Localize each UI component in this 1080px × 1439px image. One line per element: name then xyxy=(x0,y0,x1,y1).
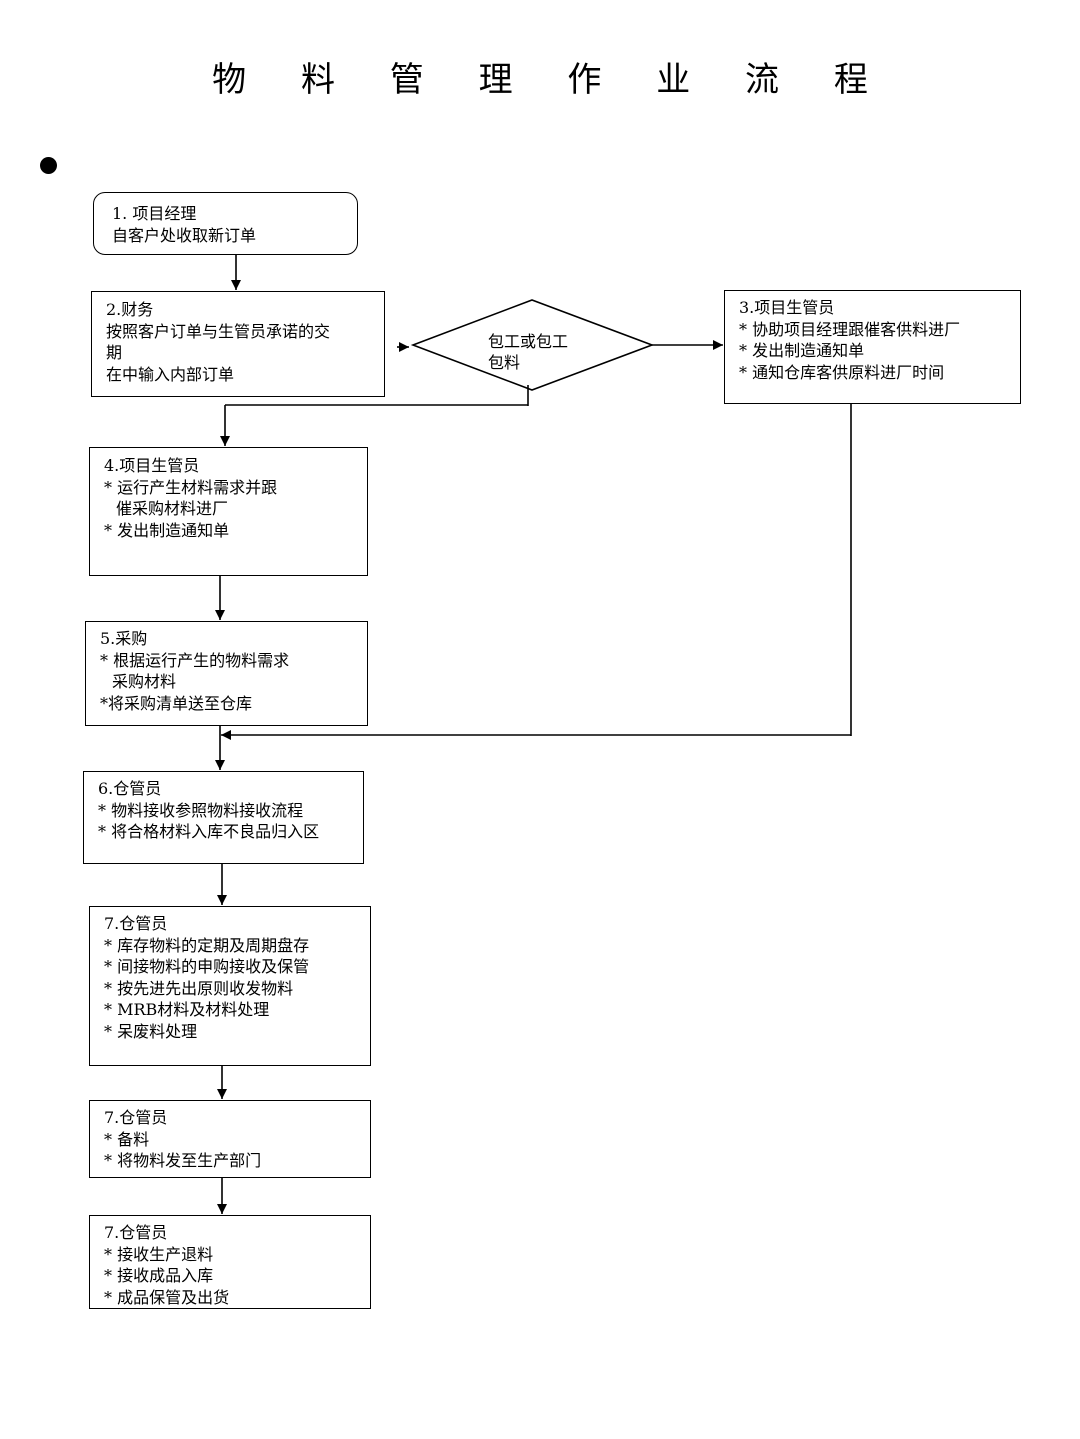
step-6-warehouse-keeper: 6.仓管员 * 物料接收参照物料接收流程 * 将合格材料入库不良品归入区 xyxy=(83,771,364,864)
step-line: * 发出制造通知单 xyxy=(739,341,865,360)
bullet-dot xyxy=(40,157,57,174)
page-title: 物 料 管 理 作 业 流 程 xyxy=(212,60,890,100)
step-line: 3.项目生管员 xyxy=(739,298,835,317)
step-line: 在中输入内部订单 xyxy=(106,364,235,384)
decision-line: 包工或包工 xyxy=(488,332,569,351)
step-7-warehouse-keeper-returns: 7.仓管员 * 接收生产退料 * 接收成品入库 * 成品保管及出货 xyxy=(89,1215,371,1309)
step-line: 催采购材料进厂 xyxy=(116,499,229,518)
step-line: * 间接物料的申购接收及保管 xyxy=(104,957,310,976)
step-line: 7.仓管员 xyxy=(104,1223,168,1242)
step-1-project-manager: 1. 项目经理 自客户处收取新订单 xyxy=(93,192,358,255)
step-4-production-planner: 4.项目生管员 * 运行产生材料需求并跟 催采购材料进厂 * 发出制造通知单 xyxy=(89,447,368,576)
step-line: 2.财务 xyxy=(106,300,154,319)
step-line: * 备料 xyxy=(104,1129,150,1149)
step-line: * 按先进先出原则收发物料 xyxy=(104,978,294,998)
step-line: * 库存物料的定期及周期盘存 xyxy=(104,935,310,955)
step-line: * 接收成品入库 xyxy=(104,1266,214,1285)
step-line: 7.仓管员 xyxy=(104,1108,168,1127)
step-line: * 协助项目经理跟催客供料进厂 xyxy=(739,319,961,339)
decision-label: 包工或包工 包料 xyxy=(488,331,568,373)
decision-line: 包料 xyxy=(488,353,521,372)
step-line: * MRB材料及材料处理 xyxy=(104,1000,270,1019)
step-line: 1. 项目经理 xyxy=(112,204,197,223)
step-line: * 运行产生材料需求并跟 xyxy=(104,477,278,497)
step-line: * 发出制造通知单 xyxy=(104,520,230,540)
step-line: * 将物料发至生产部门 xyxy=(104,1151,262,1170)
step-line: 自客户处收取新订单 xyxy=(112,225,257,245)
step-7-warehouse-keeper-inventory: 7.仓管员 * 库存物料的定期及周期盘存 * 间接物料的申购接收及保管 * 按先… xyxy=(89,906,371,1066)
step-line: 采购材料 xyxy=(112,672,177,691)
step-line: *将采购清单送至仓库 xyxy=(100,693,253,713)
step-line: 按照客户订单与生管员承诺的交 xyxy=(106,321,331,341)
step-line: * 物料接收参照物料接收流程 xyxy=(98,800,304,820)
step-7-warehouse-keeper-issuing: 7.仓管员 * 备料 * 将物料发至生产部门 xyxy=(89,1100,371,1178)
step-line: * 根据运行产生的物料需求 xyxy=(100,650,290,670)
step-line: * 呆废料处理 xyxy=(104,1021,198,1041)
step-line: 6.仓管员 xyxy=(98,779,162,798)
step-line: 4.项目生管员 xyxy=(104,456,200,475)
step-line: 期 xyxy=(106,343,123,362)
step-line: * 成品保管及出货 xyxy=(104,1287,230,1307)
step-line: 7.仓管员 xyxy=(104,914,168,933)
step-2-finance: 2.财务 按照客户订单与生管员承诺的交 期 在中输入内部订单 xyxy=(91,291,385,397)
step-line: * 接收生产退料 xyxy=(104,1244,214,1264)
step-line: * 通知仓库客供原料进厂时间 xyxy=(739,362,945,382)
step-5-purchasing: 5.采购 * 根据运行产生的物料需求 采购材料 *将采购清单送至仓库 xyxy=(85,621,368,726)
step-line: * 将合格材料入库不良品归入区 xyxy=(98,822,320,841)
step-3-production-planner: 3.项目生管员 * 协助项目经理跟催客供料进厂 * 发出制造通知单 * 通知仓库… xyxy=(724,290,1021,404)
step-line: 5.采购 xyxy=(100,629,148,648)
